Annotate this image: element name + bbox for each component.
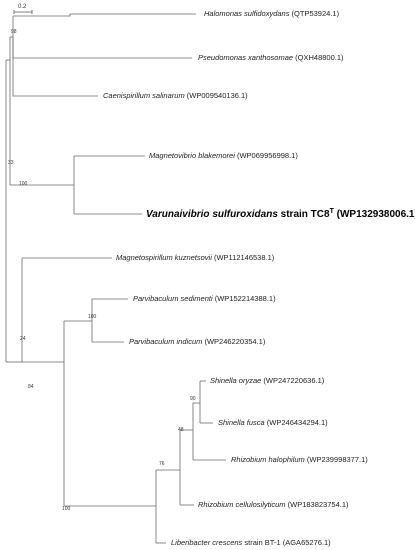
branch-node-98-to-halomonas (13, 13, 196, 17)
taxon-label: Magnetospirillum kuznetsovii (WP11214653… (116, 253, 275, 262)
bootstrap-value: 76 (159, 461, 165, 467)
scale-bar: 0.2 (13, 4, 33, 14)
taxon-label: Parvibaculum indicum (WP246220354.1) (129, 337, 266, 346)
branch-node-98-to-caenispirillum (12, 37, 98, 97)
bootstrap-value: 48 (178, 427, 184, 433)
taxon-label: Shinella oryzae (WP247220636.1) (210, 376, 325, 385)
bootstrap-value: 33 (8, 160, 14, 166)
taxon-label: Halomonas sulfidoxydans (QTP53924.1) (204, 9, 340, 18)
bootstrap-value: 84 (28, 384, 34, 390)
taxon-label: Shinella fusca (WP246434294.1) (218, 418, 328, 427)
bootstrap-value: 98 (11, 29, 17, 35)
taxon-label: Parvibaculum sedimenti (WP152214388.1) (133, 294, 276, 303)
bootstrap-value: 100 (88, 314, 97, 320)
taxon-label: Magnetovibrio blakemorei (WP069956998.1) (149, 151, 298, 160)
taxon-label: Pseudomonas xanthosomae (QXH48800.1) (198, 53, 344, 62)
taxon-label: Rhizobium halophilum (WP239998377.1) (231, 455, 368, 464)
bootstrap-value: 100 (62, 506, 71, 512)
bootstrap-value: 90 (190, 396, 196, 402)
taxon-label: Caenispirillum salinarum (WP009540136.1) (103, 91, 248, 100)
taxon-label: Rhizobium cellulosilyticum (WP183823754.… (198, 500, 349, 509)
bootstrap-value: 24 (20, 336, 26, 342)
tree-branches (5, 13, 226, 544)
taxa-labels: Halomonas sulfidoxydans (QTP53924.1) Pse… (103, 9, 415, 547)
bootstrap-value: 100 (19, 181, 28, 187)
taxon-label: Liberibacter crescens strain BT-1 (AGA65… (171, 538, 331, 547)
scale-bar-label: 0.2 (18, 4, 27, 10)
bootstrap-values: 98 33 100 24 100 84 90 48 76 100 (8, 29, 196, 512)
taxon-label-highlighted: Varunaivibrio sulfuroxidans strain TC8T … (146, 208, 415, 220)
